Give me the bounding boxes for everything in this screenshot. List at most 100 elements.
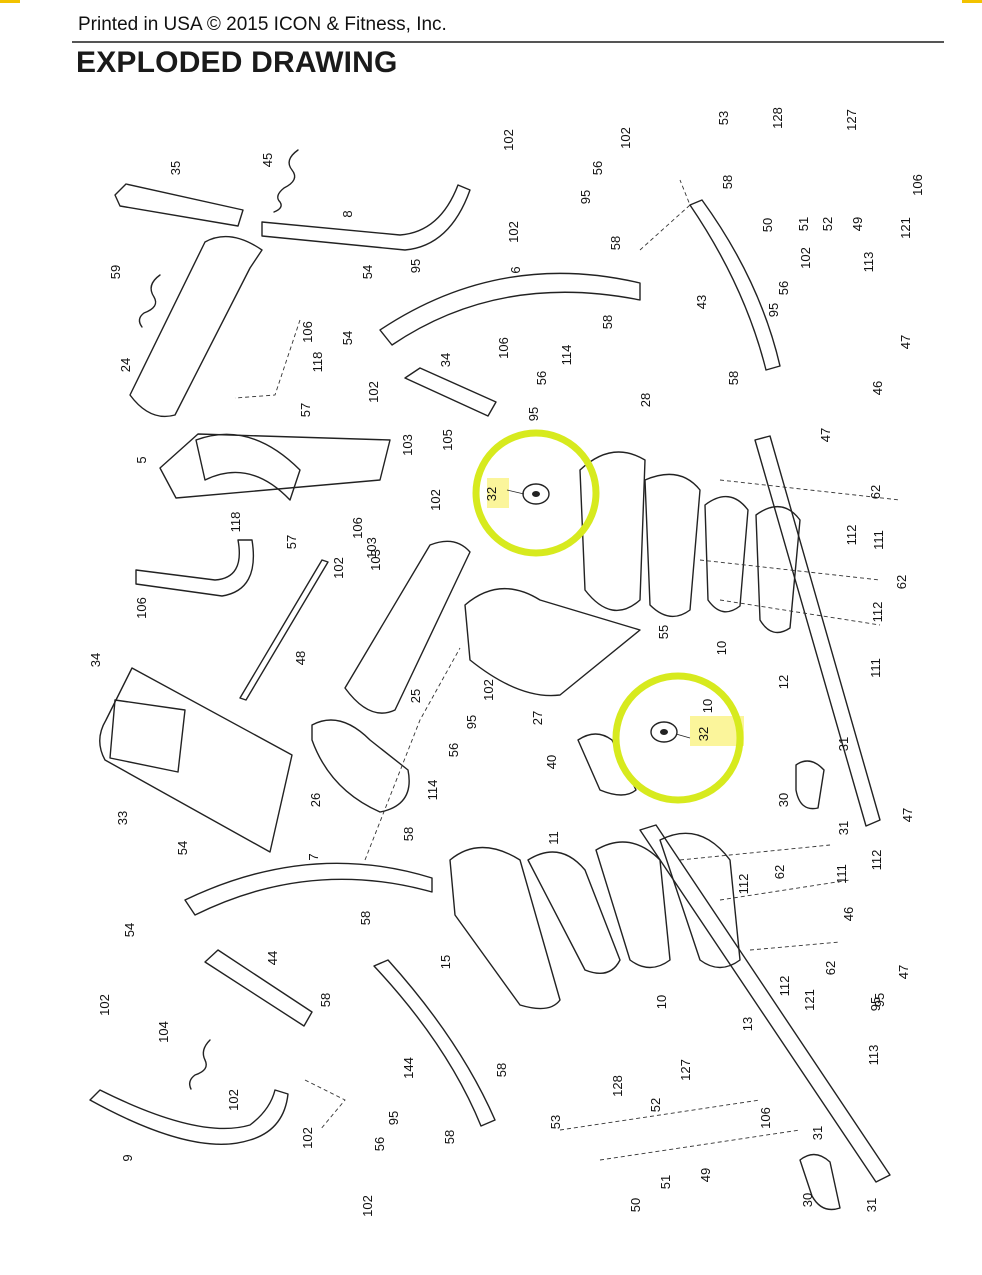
part-label-112: 112 [870, 602, 885, 623]
part-label-56: 56 [372, 1137, 387, 1151]
part-arm-43 [689, 199, 781, 371]
part-label-57: 57 [284, 535, 299, 549]
part-pedal-plate [644, 473, 701, 618]
dash-line-k [304, 1079, 346, 1131]
part-label-47: 47 [898, 335, 913, 349]
part-label-121: 121 [802, 989, 817, 1011]
part-label-31: 31 [810, 1126, 825, 1140]
part-label-57: 57 [298, 403, 313, 417]
part-label-112: 112 [777, 976, 792, 997]
part-label-111: 111 [871, 530, 886, 550]
part-label-118: 118 [310, 352, 325, 373]
part-label-62: 62 [772, 865, 787, 879]
part-label-24: 24 [118, 358, 133, 372]
part-label-58: 58 [600, 315, 615, 329]
part-label-54: 54 [175, 841, 190, 855]
part-label-58: 58 [726, 371, 741, 385]
part-shroud-40 [577, 733, 637, 796]
part-label-28: 28 [638, 393, 653, 407]
part-label-45: 45 [260, 153, 275, 167]
assembly-dashed-lines [234, 179, 901, 1161]
part-label-128: 128 [770, 107, 785, 129]
part-label-51: 51 [796, 217, 811, 231]
corner-mark-right [962, 0, 982, 3]
part-label-49: 49 [850, 217, 865, 231]
part-shroud-34 [404, 367, 497, 417]
part-label-102: 102 [97, 994, 112, 1016]
dash-line-l [364, 647, 461, 861]
dash-line-j [559, 1099, 761, 1131]
page-header: Printed in USA © 2015 ICON & Fitness, In… [78, 14, 944, 36]
part-label-52: 52 [648, 1098, 663, 1112]
part-tube-9 [89, 1089, 289, 1145]
part-label-47: 47 [818, 428, 833, 442]
part-label-127: 127 [844, 109, 859, 131]
part-label-53: 53 [548, 1115, 563, 1129]
part-label-12: 12 [776, 675, 791, 689]
part-label-30: 30 [776, 793, 791, 807]
part-label-95: 95 [578, 190, 593, 204]
part-label-103: 103 [364, 537, 379, 559]
part-label-59: 59 [108, 265, 123, 279]
part-label-35: 35 [168, 161, 183, 175]
part-shroud-25 [344, 540, 471, 714]
dash-line-d [699, 559, 881, 581]
part-label-114: 114 [425, 780, 440, 801]
part-label-95: 95 [868, 997, 883, 1011]
part-label-112: 112 [844, 525, 859, 546]
part-label-56: 56 [446, 743, 461, 757]
part-label-102: 102 [501, 129, 516, 151]
highlight-circle-32-upper [472, 429, 600, 557]
part-pedal-15 [449, 846, 561, 1010]
part-plate-10a [704, 496, 749, 613]
part-label-95: 95 [408, 259, 423, 273]
part-label-47: 47 [896, 965, 911, 979]
part-label-49: 49 [698, 1168, 713, 1182]
part-label-112: 112 [736, 874, 751, 895]
part-label-34: 34 [88, 653, 103, 667]
part-32-lower-hole [660, 729, 668, 735]
part-foot-30 [795, 760, 825, 810]
part-label-5: 5 [134, 456, 149, 463]
drawing-parts [89, 149, 891, 1211]
part-label-102: 102 [366, 381, 381, 403]
part-cable-59 [138, 274, 161, 328]
part-arm-7 [184, 862, 433, 916]
part-label-15: 15 [438, 955, 453, 969]
part-label-44: 44 [265, 951, 280, 965]
part-label-121: 121 [898, 217, 913, 239]
part-label-102: 102 [506, 221, 521, 243]
part-32-upper-hole [532, 491, 540, 497]
part-label-47: 47 [900, 808, 915, 822]
part-label-33: 33 [115, 811, 130, 825]
part-label-43: 43 [694, 295, 709, 309]
part-label-10: 10 [714, 641, 729, 655]
part-frame-13 [639, 824, 891, 1183]
leader-32-lower [675, 733, 691, 739]
part-pedal-55 [579, 451, 646, 612]
part-label-106: 106 [134, 597, 149, 619]
part-label-103: 103 [368, 549, 383, 571]
part-label-31: 31 [836, 821, 851, 835]
part-label-58: 58 [442, 1130, 457, 1144]
part-label-13: 13 [740, 1017, 755, 1031]
part-plate-10d [659, 832, 741, 969]
part-frame-12 [754, 435, 881, 827]
part-label-58: 58 [318, 993, 333, 1007]
part-pedal-11 [527, 851, 621, 974]
part-arm-6 [379, 272, 641, 346]
highlight-box-32-upper [487, 478, 509, 508]
part-label-46: 46 [841, 907, 856, 921]
leader-lines [506, 489, 691, 739]
corner-mark-left [0, 0, 20, 3]
part-label-32: 32 [484, 487, 499, 501]
part-label-102: 102 [226, 1089, 241, 1111]
part-label-31: 31 [836, 737, 851, 751]
part-label-11: 11 [546, 831, 561, 845]
part-label-102: 102 [618, 127, 633, 149]
part-upright-neck [195, 433, 301, 501]
part-label-10: 10 [700, 699, 715, 713]
part-label-34: 34 [438, 353, 453, 367]
part-foot-30b [799, 1153, 841, 1211]
